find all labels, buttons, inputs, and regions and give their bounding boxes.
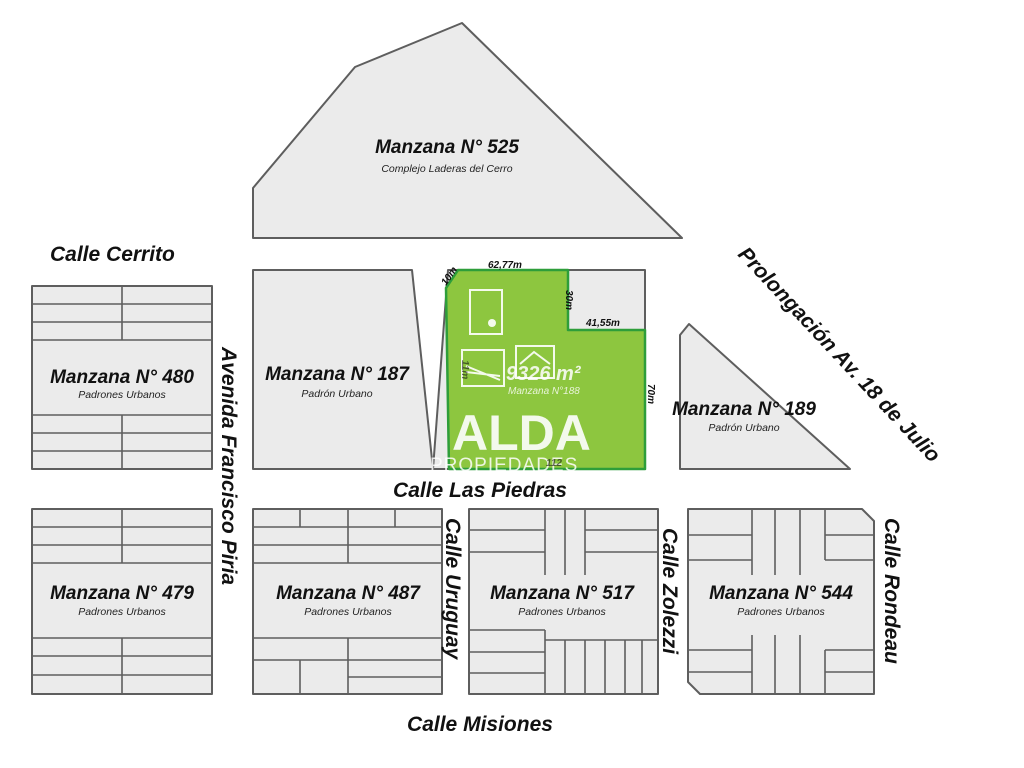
block-544-subtitle: Padrones Urbanos [737,606,825,618]
block-517-subtitle: Padrones Urbanos [518,606,606,618]
block-517: Manzana N° 517 Padrones Urbanos [468,508,659,695]
block-479-subtitle: Padrones Urbanos [78,606,166,618]
block-480-lot-lines [32,286,212,469]
block-487-lot-lines [253,509,442,694]
plot-block-label: Manzana N°188 [508,386,580,397]
block-187-title: Manzana N° 187 [265,364,410,385]
block-525-subtitle: Complejo Laderas del Cerro [381,163,512,175]
block-187: Manzana N° 187 Padrón Urbano [252,269,434,470]
block-487: Manzana N° 487 Padrones Urbanos [252,508,443,695]
plot-shape [444,268,647,471]
block-517-title: Manzana N° 517 [490,583,635,604]
block-544-shape [687,508,875,695]
block-189-title: Manzana N° 189 [672,399,816,420]
dim-left: 11m [459,360,470,379]
dim-notch-horizontal: 41,55m [585,318,620,329]
block-480-subtitle: Padrones Urbanos [78,389,166,401]
block-517-shape [468,508,659,695]
watermark-tagline: PROPIEDADES [430,455,578,476]
block-487-subtitle: Padrones Urbanos [304,606,392,618]
dim-bottom: 112 [546,458,562,469]
block-480-title: Manzana N° 480 [50,367,194,388]
street-cerrito: Calle Cerrito [50,243,175,266]
block-187-subtitle: Padrón Urbano [301,388,372,400]
block-479-lot-lines [32,509,212,694]
block-544: Manzana N° 544 Padrones Urbanos [687,508,875,695]
watermark-house-icon [461,289,555,387]
dim-right: 70m [645,384,656,404]
block-487-title: Manzana N° 487 [276,583,421,604]
block-479-title: Manzana N° 479 [50,583,194,604]
block-479: Manzana N° 479 Padrones Urbanos [31,508,213,695]
block-189-subtitle: Padrón Urbano [708,422,779,434]
dim-top: 62,77m [488,260,522,271]
street-piria: Avenida Francisco Piria [217,346,240,585]
block-189: Manzana N° 189 Padrón Urbano [672,323,851,470]
block-517-lot-lines [469,509,658,694]
watermark-brand: ALDA [452,405,591,461]
block-189-shape [679,323,851,470]
street-uruguay: Calle Uruguay [441,518,464,661]
street-las-piedras: Calle Las Piedras [393,479,567,502]
block-544-title: Manzana N° 544 [709,583,853,604]
dim-notch-vertical: 30m [563,290,574,310]
plot-area-label: 9326 m² [506,363,582,385]
block-525-shape [252,22,683,239]
block-525: Manzana N° 525 Complejo Laderas del Cerr… [252,22,683,239]
street-misiones: Calle Misiones [407,713,553,736]
block-480: Manzana N° 480 Padrones Urbanos [31,285,213,470]
plot-188: 9326 m² Manzana N°188 ALDA PROPIEDADES 1… [430,260,656,476]
street-zolezzi: Calle Zolezzi [658,528,681,655]
block-525-title: Manzana N° 525 [375,137,519,158]
street-rondeau: Calle Rondeau [880,518,903,664]
block-544-lot-lines [688,509,874,694]
